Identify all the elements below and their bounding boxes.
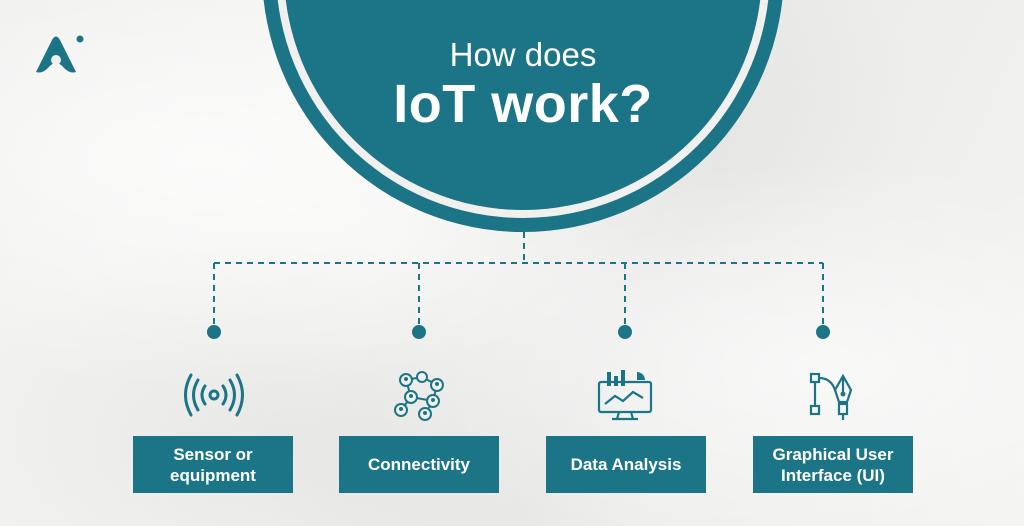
pen-tool-icon: [809, 372, 853, 420]
step-label-connectivity: Connectivity: [339, 436, 499, 493]
network-people-icon: [394, 371, 444, 421]
title-line-2: IoT work?: [393, 74, 653, 134]
signal-waves-icon: [184, 373, 244, 417]
connector-node-2: [412, 325, 426, 339]
connector-node-3: [618, 325, 632, 339]
step-label-data-analysis: Data Analysis: [546, 436, 706, 493]
step-label-sensor: Sensor or equipment: [133, 436, 293, 493]
title-line-1: How does: [449, 36, 597, 73]
connector-node-4: [816, 325, 830, 339]
connector-node-1: [207, 325, 221, 339]
step-label-gui: Graphical User Interface (UI): [753, 436, 913, 493]
brand-logo: [36, 35, 84, 73]
analytics-monitor-icon: [597, 370, 653, 421]
